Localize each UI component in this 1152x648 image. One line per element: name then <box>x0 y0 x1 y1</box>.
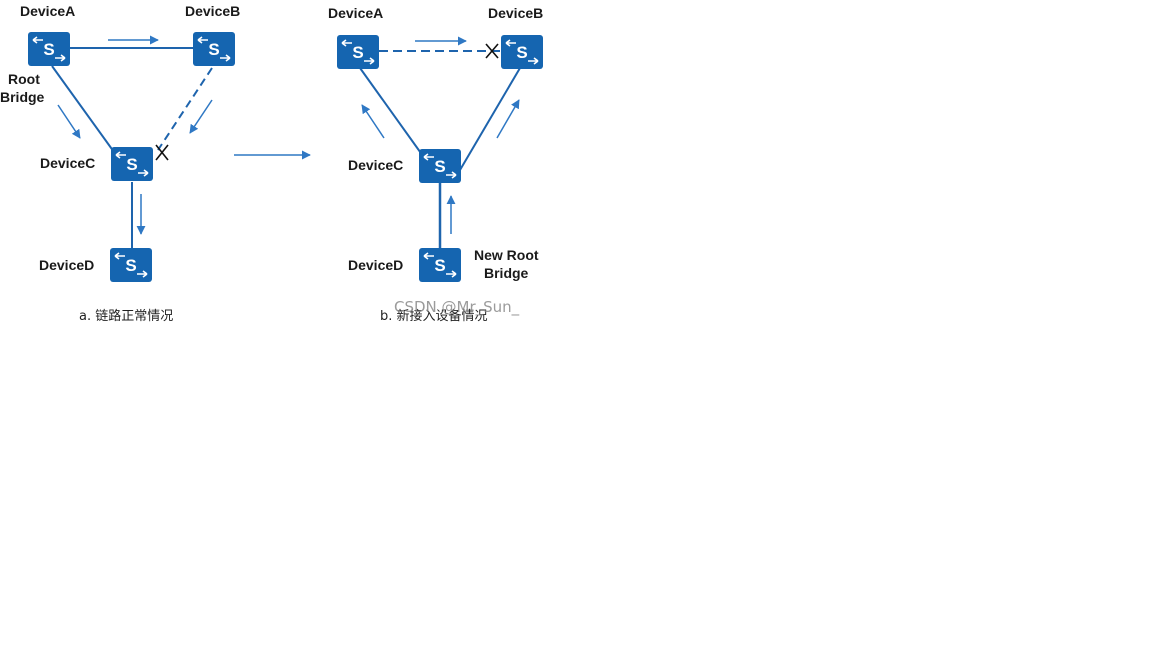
link-b-c-blocked <box>157 67 213 151</box>
link-a-c <box>359 67 424 157</box>
device-label: DeviceB <box>488 5 543 21</box>
link-a-c <box>51 65 115 153</box>
switch-icon: S <box>336 34 380 70</box>
diagram-a: S S S S DeviceA DeviceB Root Bridge Devi… <box>0 3 240 324</box>
bpdu-arrow-ac <box>57 104 81 139</box>
svg-text:S: S <box>516 43 527 62</box>
root-bridge-label: Bridge <box>0 89 45 105</box>
new-root-bridge-label: Bridge <box>484 265 529 281</box>
switch-icon: S <box>110 146 154 182</box>
svg-text:S: S <box>352 43 363 62</box>
svg-text:S: S <box>434 256 445 275</box>
caption: b. 新接入设备情况 <box>380 308 488 324</box>
device-label: DeviceB <box>185 3 240 19</box>
switch-icon: S <box>192 31 236 67</box>
bpdu-arrow-cb <box>496 99 520 139</box>
switch-icon: S <box>418 148 462 184</box>
svg-text:S: S <box>125 256 136 275</box>
device-label: DeviceC <box>348 157 403 173</box>
switch-icon: S <box>418 247 462 283</box>
device-label: DeviceA <box>328 5 383 21</box>
root-bridge-label: Root <box>8 71 40 87</box>
svg-text:S: S <box>43 40 54 59</box>
switch-icon: S <box>500 34 544 70</box>
svg-text:S: S <box>208 40 219 59</box>
bpdu-arrow-ca <box>361 104 385 139</box>
blocked-port-mark <box>155 144 169 161</box>
device-label: DeviceD <box>348 257 403 273</box>
switch-icon: S <box>27 31 71 67</box>
blocked-port-mark <box>485 43 499 59</box>
bpdu-arrow-bc <box>189 99 213 134</box>
device-label: DeviceC <box>40 155 95 171</box>
device-label: DeviceA <box>20 3 75 19</box>
switch-icon: S <box>109 247 153 283</box>
device-label: DeviceD <box>39 257 94 273</box>
svg-text:S: S <box>126 155 137 174</box>
link-b-c <box>459 67 521 171</box>
watermark: CSDN @Mr_Sun_ <box>394 298 520 317</box>
diagram-b: S S S S DeviceA DeviceB DeviceC DeviceD … <box>328 5 544 324</box>
new-root-bridge-label: New Root <box>474 247 539 263</box>
caption: a. 链路正常情况 <box>79 308 173 324</box>
svg-text:S: S <box>434 157 445 176</box>
